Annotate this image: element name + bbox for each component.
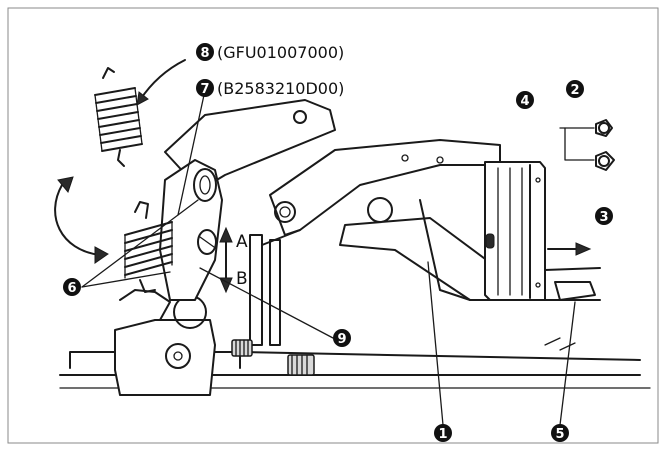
screw-2 bbox=[559, 119, 613, 137]
callout-9: 9 bbox=[333, 329, 351, 347]
callout-2-number: 2 bbox=[570, 83, 579, 98]
callout-2: 2 bbox=[566, 80, 584, 98]
callout-4-number: 4 bbox=[520, 94, 529, 109]
direction-label-a: A bbox=[236, 232, 248, 252]
leader-arrow-8 bbox=[136, 59, 186, 106]
part-number-8: (GFU01007000) bbox=[217, 43, 344, 62]
part-number-7: (B2583210D00) bbox=[217, 79, 344, 98]
presser-foot-assembly bbox=[114, 289, 216, 396]
knurled-knob-right bbox=[287, 354, 315, 376]
connecting-link bbox=[339, 199, 501, 301]
ab-direction-arrow bbox=[219, 226, 233, 294]
callout-8-number: 8 bbox=[200, 46, 209, 61]
callout-7-number: 7 bbox=[200, 82, 209, 97]
callout-leaders bbox=[81, 94, 576, 426]
callout-9-number: 9 bbox=[337, 332, 346, 347]
mounting-block bbox=[484, 161, 546, 301]
callout-6-number: 6 bbox=[67, 281, 76, 296]
tension-lever bbox=[159, 159, 223, 301]
direction-label-b: B bbox=[236, 269, 248, 289]
callout-8: 8 bbox=[196, 43, 214, 61]
output-shaft bbox=[544, 267, 601, 301]
callout-1: 1 bbox=[434, 424, 452, 442]
callout-1-number: 1 bbox=[438, 427, 447, 442]
callout-5-number: 5 bbox=[555, 427, 564, 442]
callout-3-number: 3 bbox=[599, 210, 608, 225]
callout-4: 4 bbox=[516, 91, 534, 109]
figure-frame bbox=[7, 7, 659, 444]
callout-5: 5 bbox=[551, 424, 569, 442]
screw-3 bbox=[564, 127, 615, 171]
vertical-support bbox=[249, 229, 301, 346]
knurled-knob-left bbox=[231, 339, 253, 357]
callout-7: 7 bbox=[196, 79, 214, 97]
spare-spring bbox=[94, 67, 143, 167]
callout-3: 3 bbox=[595, 207, 613, 225]
callout-6: 6 bbox=[63, 278, 81, 296]
exchange-arrow bbox=[54, 176, 109, 264]
output-motion-arrow bbox=[547, 242, 592, 256]
